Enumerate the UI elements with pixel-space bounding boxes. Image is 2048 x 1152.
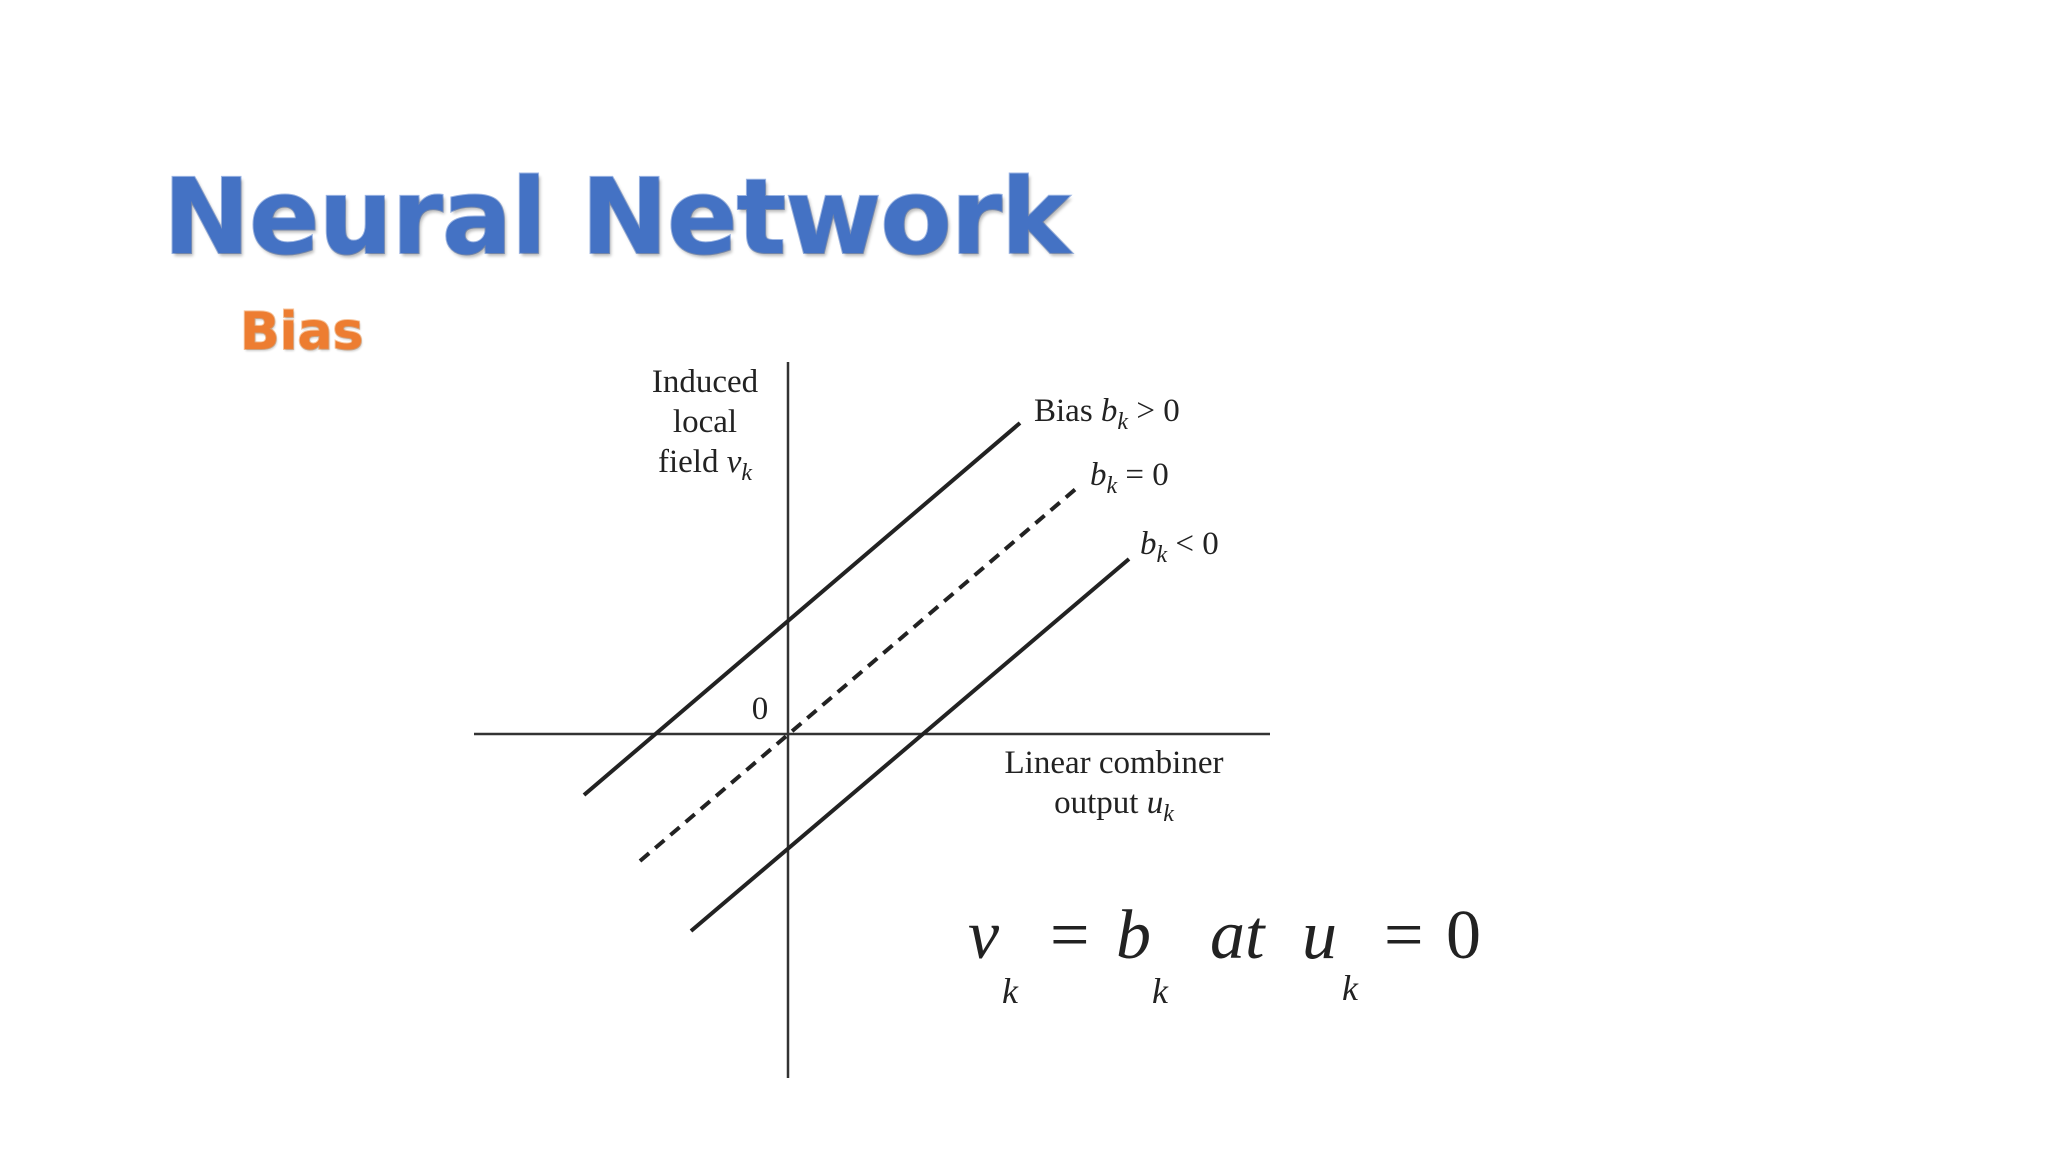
label-zero-var: b: [1090, 457, 1107, 493]
label-positive-bias: Bias bk > 0: [1034, 393, 1180, 435]
label-negative-rel: < 0: [1167, 526, 1219, 562]
label-negative-var: b: [1140, 526, 1157, 562]
eq-u-sub: k: [1342, 968, 1359, 1008]
y-axis-label-line2: local: [673, 404, 737, 440]
eq-v-sub: k: [1002, 971, 1019, 1011]
line-positive-bias: [582, 421, 1022, 797]
y-axis-label-var: v: [727, 444, 742, 480]
eq-b-sub: k: [1152, 971, 1169, 1011]
slide-subtitle: Bias: [239, 302, 364, 362]
eq-v: v: [968, 897, 1000, 974]
label-positive-sub: k: [1117, 409, 1128, 435]
y-axis-label-line1: Induced: [652, 364, 759, 400]
y-axis-label-line3: field vk: [658, 444, 752, 486]
eq-b: b: [1116, 897, 1151, 974]
label-positive-prefix: Bias: [1034, 393, 1101, 429]
line-negative-bias: [689, 557, 1131, 933]
eq-zero: 0: [1446, 897, 1481, 974]
line-zero-bias: [638, 485, 1080, 863]
label-zero-sub: k: [1107, 473, 1118, 499]
y-axis-label-sub: k: [741, 460, 752, 486]
eq-at: at: [1210, 897, 1266, 974]
label-positive-var: b: [1101, 393, 1118, 429]
label-negative-sub: k: [1157, 542, 1168, 568]
x-axis-label-line2: output uk: [1054, 785, 1174, 827]
label-positive-rel: > 0: [1128, 393, 1180, 429]
label-zero-rel: = 0: [1117, 457, 1169, 493]
bias-equation: v k = b k at u k = 0: [968, 897, 1481, 1011]
x-axis-label-output: output: [1054, 785, 1147, 821]
origin-label: 0: [752, 691, 769, 727]
label-zero-bias: bk = 0: [1090, 457, 1169, 499]
x-axis-label-line1: Linear combiner: [1005, 745, 1224, 781]
x-axis-label-sub: k: [1163, 801, 1174, 827]
eq-equals-2: =: [1384, 897, 1423, 974]
label-negative-bias: bk < 0: [1140, 526, 1219, 568]
y-axis-label-field: field: [658, 444, 727, 480]
slide-title: Neural Network: [162, 156, 1071, 278]
x-axis-label-var: u: [1147, 785, 1164, 821]
eq-u: u: [1302, 897, 1337, 974]
eq-equals-1: =: [1050, 897, 1089, 974]
